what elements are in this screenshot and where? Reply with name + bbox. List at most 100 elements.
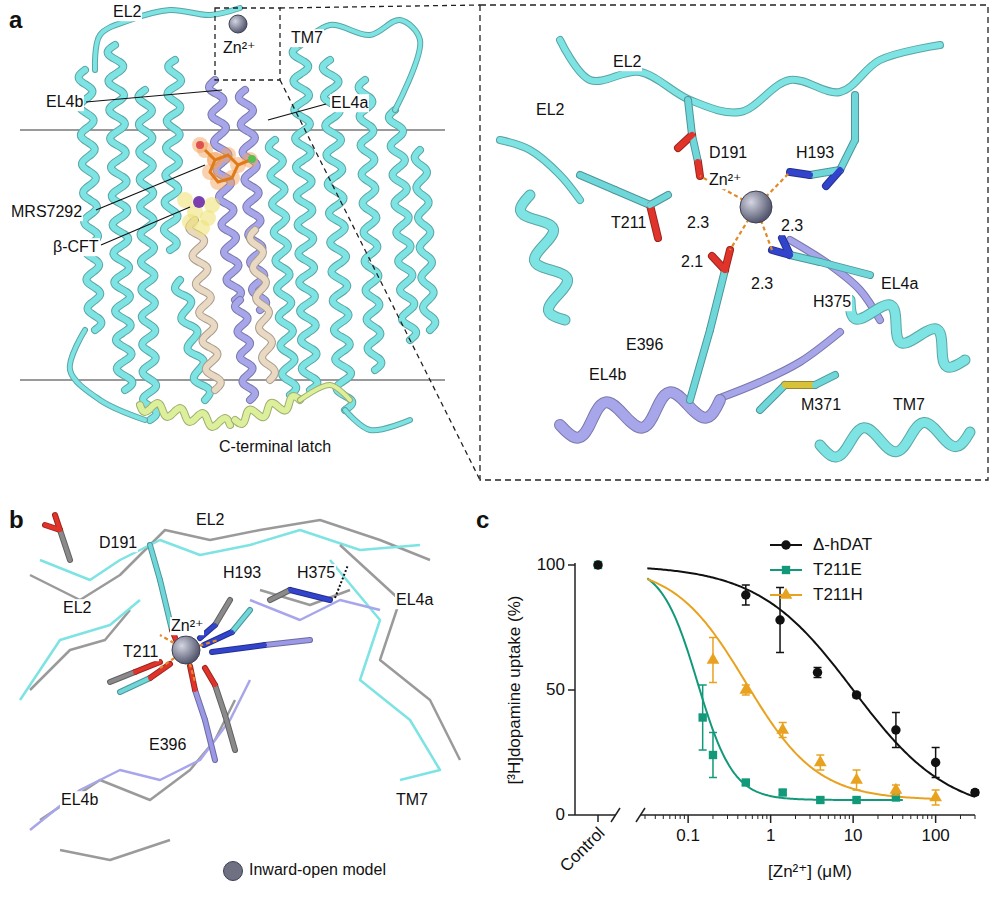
ribbon-edge bbox=[138, 90, 156, 420]
residue-stick-edge bbox=[212, 645, 265, 652]
residue-stick bbox=[290, 590, 330, 600]
ligand-sphere bbox=[204, 197, 220, 213]
backbone-trace bbox=[250, 600, 380, 620]
residue-label: E396 bbox=[625, 336, 664, 354]
residue-stick bbox=[615, 190, 650, 205]
region-label: TM7 bbox=[290, 29, 324, 47]
residue-stick bbox=[205, 720, 215, 760]
ribbon bbox=[300, 385, 350, 400]
data-point bbox=[739, 683, 752, 694]
ribbon-edge bbox=[790, 240, 880, 320]
error-cap bbox=[776, 652, 784, 654]
x-minor-tick bbox=[828, 815, 829, 819]
ribbon bbox=[790, 240, 880, 320]
data-point bbox=[709, 751, 717, 759]
residue-stick-edge bbox=[110, 672, 135, 682]
residue-stick bbox=[232, 610, 250, 632]
data-point bbox=[850, 773, 863, 784]
residue-stick-edge bbox=[688, 100, 692, 135]
residue-stick bbox=[790, 172, 810, 175]
x-minor-tick bbox=[655, 815, 656, 819]
residue-label: H193 bbox=[795, 144, 835, 162]
x-minor-tick bbox=[840, 815, 841, 819]
legend-sample-marker bbox=[780, 588, 793, 599]
error-cap bbox=[742, 584, 750, 586]
residue-stick bbox=[710, 270, 725, 330]
ribbon bbox=[108, 45, 133, 390]
ion-label: Zn²⁺ bbox=[170, 617, 204, 635]
legend-text: Δ-hDAT bbox=[812, 536, 873, 555]
ribbon-edge bbox=[359, 80, 382, 370]
x-minor-tick bbox=[910, 815, 911, 819]
backbone-trace bbox=[60, 840, 170, 860]
ribbon-edge bbox=[300, 385, 350, 400]
inset-box bbox=[480, 5, 988, 480]
error-cap bbox=[816, 769, 824, 771]
x-tick bbox=[687, 815, 689, 823]
residue-stick-edge bbox=[60, 530, 70, 560]
axis-break bbox=[611, 808, 620, 822]
zinc-ion bbox=[172, 636, 200, 664]
x-minor-tick bbox=[892, 815, 893, 819]
axis-label: [³H]dopamine uptake (%) bbox=[506, 595, 525, 786]
residue-stick bbox=[215, 685, 225, 715]
residue-stick bbox=[790, 255, 820, 262]
residue-stick bbox=[820, 262, 870, 275]
residue-stick-edge bbox=[150, 545, 160, 580]
ribbon bbox=[164, 60, 181, 250]
residue-stick bbox=[45, 525, 60, 530]
ribbon-edge bbox=[560, 40, 940, 113]
residue-stick bbox=[150, 545, 160, 580]
residue-stick-edge bbox=[215, 600, 230, 625]
residue-stick bbox=[270, 590, 290, 600]
membrane-line bbox=[20, 379, 445, 381]
ribbon bbox=[250, 230, 275, 380]
ligand-sphere bbox=[242, 152, 258, 168]
backbone-trace bbox=[30, 680, 250, 830]
x-minor-tick bbox=[917, 815, 918, 819]
dose-response-chart bbox=[568, 560, 980, 823]
ribbon bbox=[70, 330, 145, 420]
region-label: EL4a bbox=[880, 275, 919, 293]
data-point bbox=[776, 723, 789, 734]
x-minor-tick bbox=[795, 815, 796, 819]
ribbon-edge bbox=[235, 300, 255, 400]
x-minor-tick bbox=[680, 815, 681, 819]
ligand-sphere bbox=[194, 220, 210, 236]
residue-stick-edge bbox=[225, 715, 235, 750]
ribbon-edge bbox=[820, 423, 970, 458]
ribbon-edge bbox=[293, 45, 318, 390]
residue-stick-edge bbox=[265, 640, 310, 645]
x-minor-tick bbox=[766, 815, 767, 819]
residue-stick bbox=[580, 175, 615, 190]
residue-stick bbox=[692, 135, 698, 162]
legend-text: T211E bbox=[812, 561, 863, 580]
residue-stick bbox=[840, 140, 855, 170]
residue-stick-edge bbox=[712, 256, 725, 270]
residue-stick-edge bbox=[270, 590, 290, 600]
y-tick bbox=[568, 814, 575, 816]
error-cap bbox=[853, 789, 861, 791]
x-minor-tick bbox=[845, 815, 846, 819]
error-cap bbox=[779, 737, 787, 739]
x-minor-tick bbox=[745, 815, 746, 819]
region-label: EL2 bbox=[535, 101, 565, 119]
legend-samples bbox=[770, 540, 802, 598]
x-minor-tick bbox=[645, 815, 646, 819]
error-cap bbox=[892, 794, 900, 796]
sodium-ion bbox=[193, 196, 205, 208]
residue-stick bbox=[650, 195, 668, 205]
residue-stick bbox=[135, 662, 160, 672]
data-point bbox=[775, 615, 784, 624]
legend-text: Inward-open model bbox=[248, 861, 387, 879]
ribbon-edge bbox=[415, 150, 436, 330]
ribbon bbox=[269, 140, 297, 395]
x-minor-tick bbox=[737, 815, 738, 819]
error-cap bbox=[742, 604, 750, 606]
region-label: EL4b bbox=[45, 93, 84, 111]
ion-label: Zn²⁺ bbox=[708, 171, 742, 189]
legend-swatch bbox=[223, 861, 243, 881]
error-cap bbox=[932, 804, 940, 806]
error-cap bbox=[892, 747, 900, 749]
x-minor-tick bbox=[727, 815, 728, 819]
